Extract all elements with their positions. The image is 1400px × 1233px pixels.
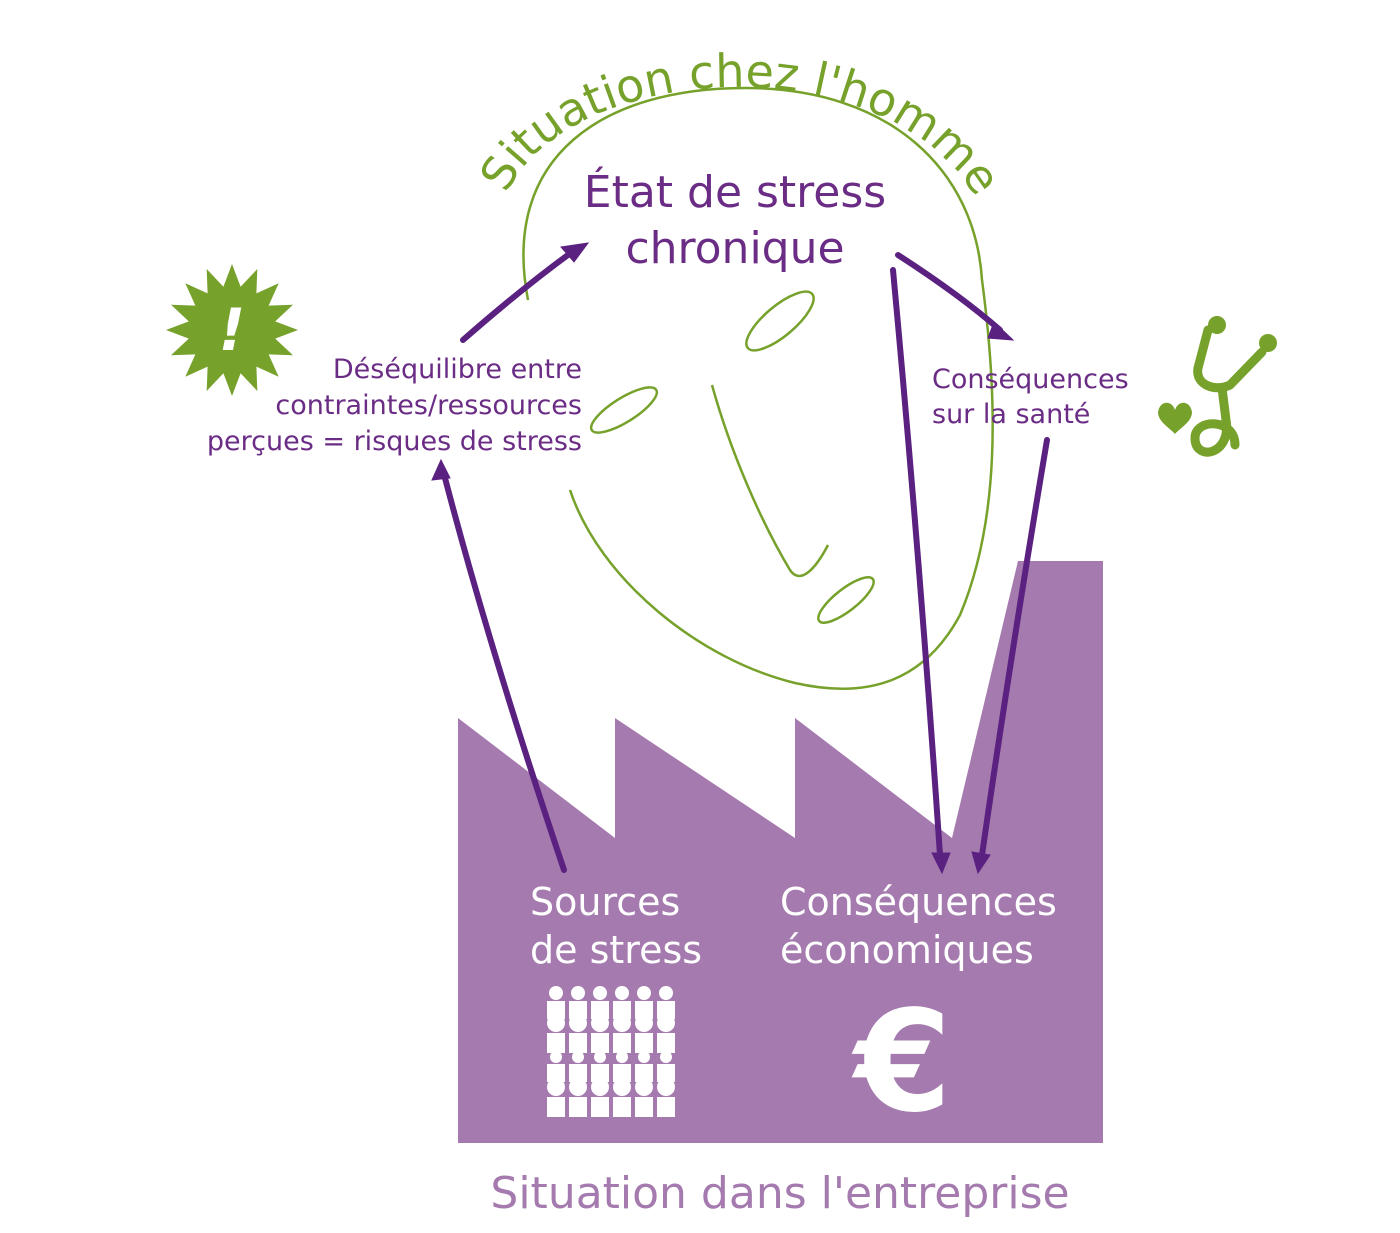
head-outline — [522, 86, 994, 690]
person-head — [571, 986, 585, 1000]
eye-right — [745, 290, 815, 352]
alert-mark: ! — [219, 296, 245, 364]
person-body — [591, 1033, 609, 1053]
person-head — [659, 986, 673, 1000]
person-head — [591, 1014, 609, 1032]
stethoscope-icon — [1158, 316, 1277, 457]
arrow-etat-to-eco — [890, 267, 943, 858]
person-head — [549, 986, 563, 1000]
person-body — [569, 1097, 587, 1117]
etat-label-line2: chronique — [625, 223, 844, 274]
arrow-head-etat — [560, 242, 590, 263]
person-body — [657, 1001, 675, 1019]
person-head — [635, 1014, 653, 1032]
person-head — [547, 1078, 565, 1096]
mouth — [817, 576, 875, 624]
person-body — [635, 1033, 653, 1053]
arrow-sources-to-deseq — [442, 475, 567, 873]
sante-label-line1: Conséquences — [932, 364, 1129, 395]
person-body — [547, 1001, 565, 1019]
arrow-head-sante — [987, 321, 1015, 341]
person-head — [550, 1051, 562, 1063]
person-body — [591, 1097, 609, 1117]
person-head — [657, 1078, 675, 1096]
person-body — [635, 1097, 653, 1117]
alert-burst-icon: ! — [166, 264, 298, 396]
person-body — [635, 1064, 653, 1082]
arrow-head-eco-2 — [971, 851, 991, 875]
person-head — [616, 1051, 628, 1063]
deseq-label-line2: contraintes/ressources — [275, 390, 582, 421]
person-head — [615, 986, 629, 1000]
sources-label-line2: de stress — [530, 928, 702, 972]
person-head — [657, 1014, 675, 1032]
arrow-head-deseq — [431, 458, 451, 481]
person-head — [638, 1051, 650, 1063]
arrow-sante-to-eco — [979, 437, 1050, 858]
person-head — [547, 1014, 565, 1032]
person-body — [657, 1097, 675, 1117]
person-body — [635, 1001, 653, 1019]
arrow-etat-to-sante — [895, 252, 1003, 333]
bottom-caption: Situation dans l'entreprise — [490, 1168, 1069, 1219]
person-body — [657, 1033, 675, 1053]
person-head — [572, 1051, 584, 1063]
eco-label-line2: économiques — [780, 928, 1034, 972]
person-body — [613, 1097, 631, 1117]
person-body — [547, 1033, 565, 1053]
person-body — [569, 1001, 587, 1019]
person-body — [591, 1064, 609, 1082]
arrow-deseq-to-etat — [460, 249, 575, 343]
person-head — [591, 1078, 609, 1096]
etat-label-line1: État de stress — [584, 165, 886, 218]
nose-line — [710, 384, 830, 578]
person-body — [613, 1033, 631, 1053]
eye-left — [589, 386, 659, 434]
eco-label-line1: Conséquences — [780, 880, 1057, 924]
person-body — [547, 1097, 565, 1117]
arrows — [431, 242, 1050, 875]
person-body — [613, 1064, 631, 1082]
people-crowd-icon — [547, 986, 675, 1117]
euro-icon: € — [851, 981, 951, 1144]
person-head — [637, 986, 651, 1000]
person-head — [569, 1014, 587, 1032]
sources-label-line1: Sources — [530, 880, 680, 924]
person-head — [660, 1051, 672, 1063]
person-head — [593, 986, 607, 1000]
person-body — [657, 1064, 675, 1082]
person-head — [594, 1051, 606, 1063]
arrow-head-eco-1 — [931, 852, 951, 875]
person-body — [569, 1033, 587, 1053]
person-body — [591, 1001, 609, 1019]
person-head — [613, 1078, 631, 1096]
person-body — [569, 1064, 587, 1082]
person-body — [613, 1001, 631, 1019]
person-head — [613, 1014, 631, 1032]
sante-label-line2: sur la santé — [932, 399, 1090, 430]
deseq-label-line1: Déséquilibre entre — [333, 354, 582, 385]
person-head — [569, 1078, 587, 1096]
deseq-label-line3: perçues = risques de stress — [207, 426, 582, 457]
person-head — [635, 1078, 653, 1096]
person-body — [547, 1064, 565, 1082]
